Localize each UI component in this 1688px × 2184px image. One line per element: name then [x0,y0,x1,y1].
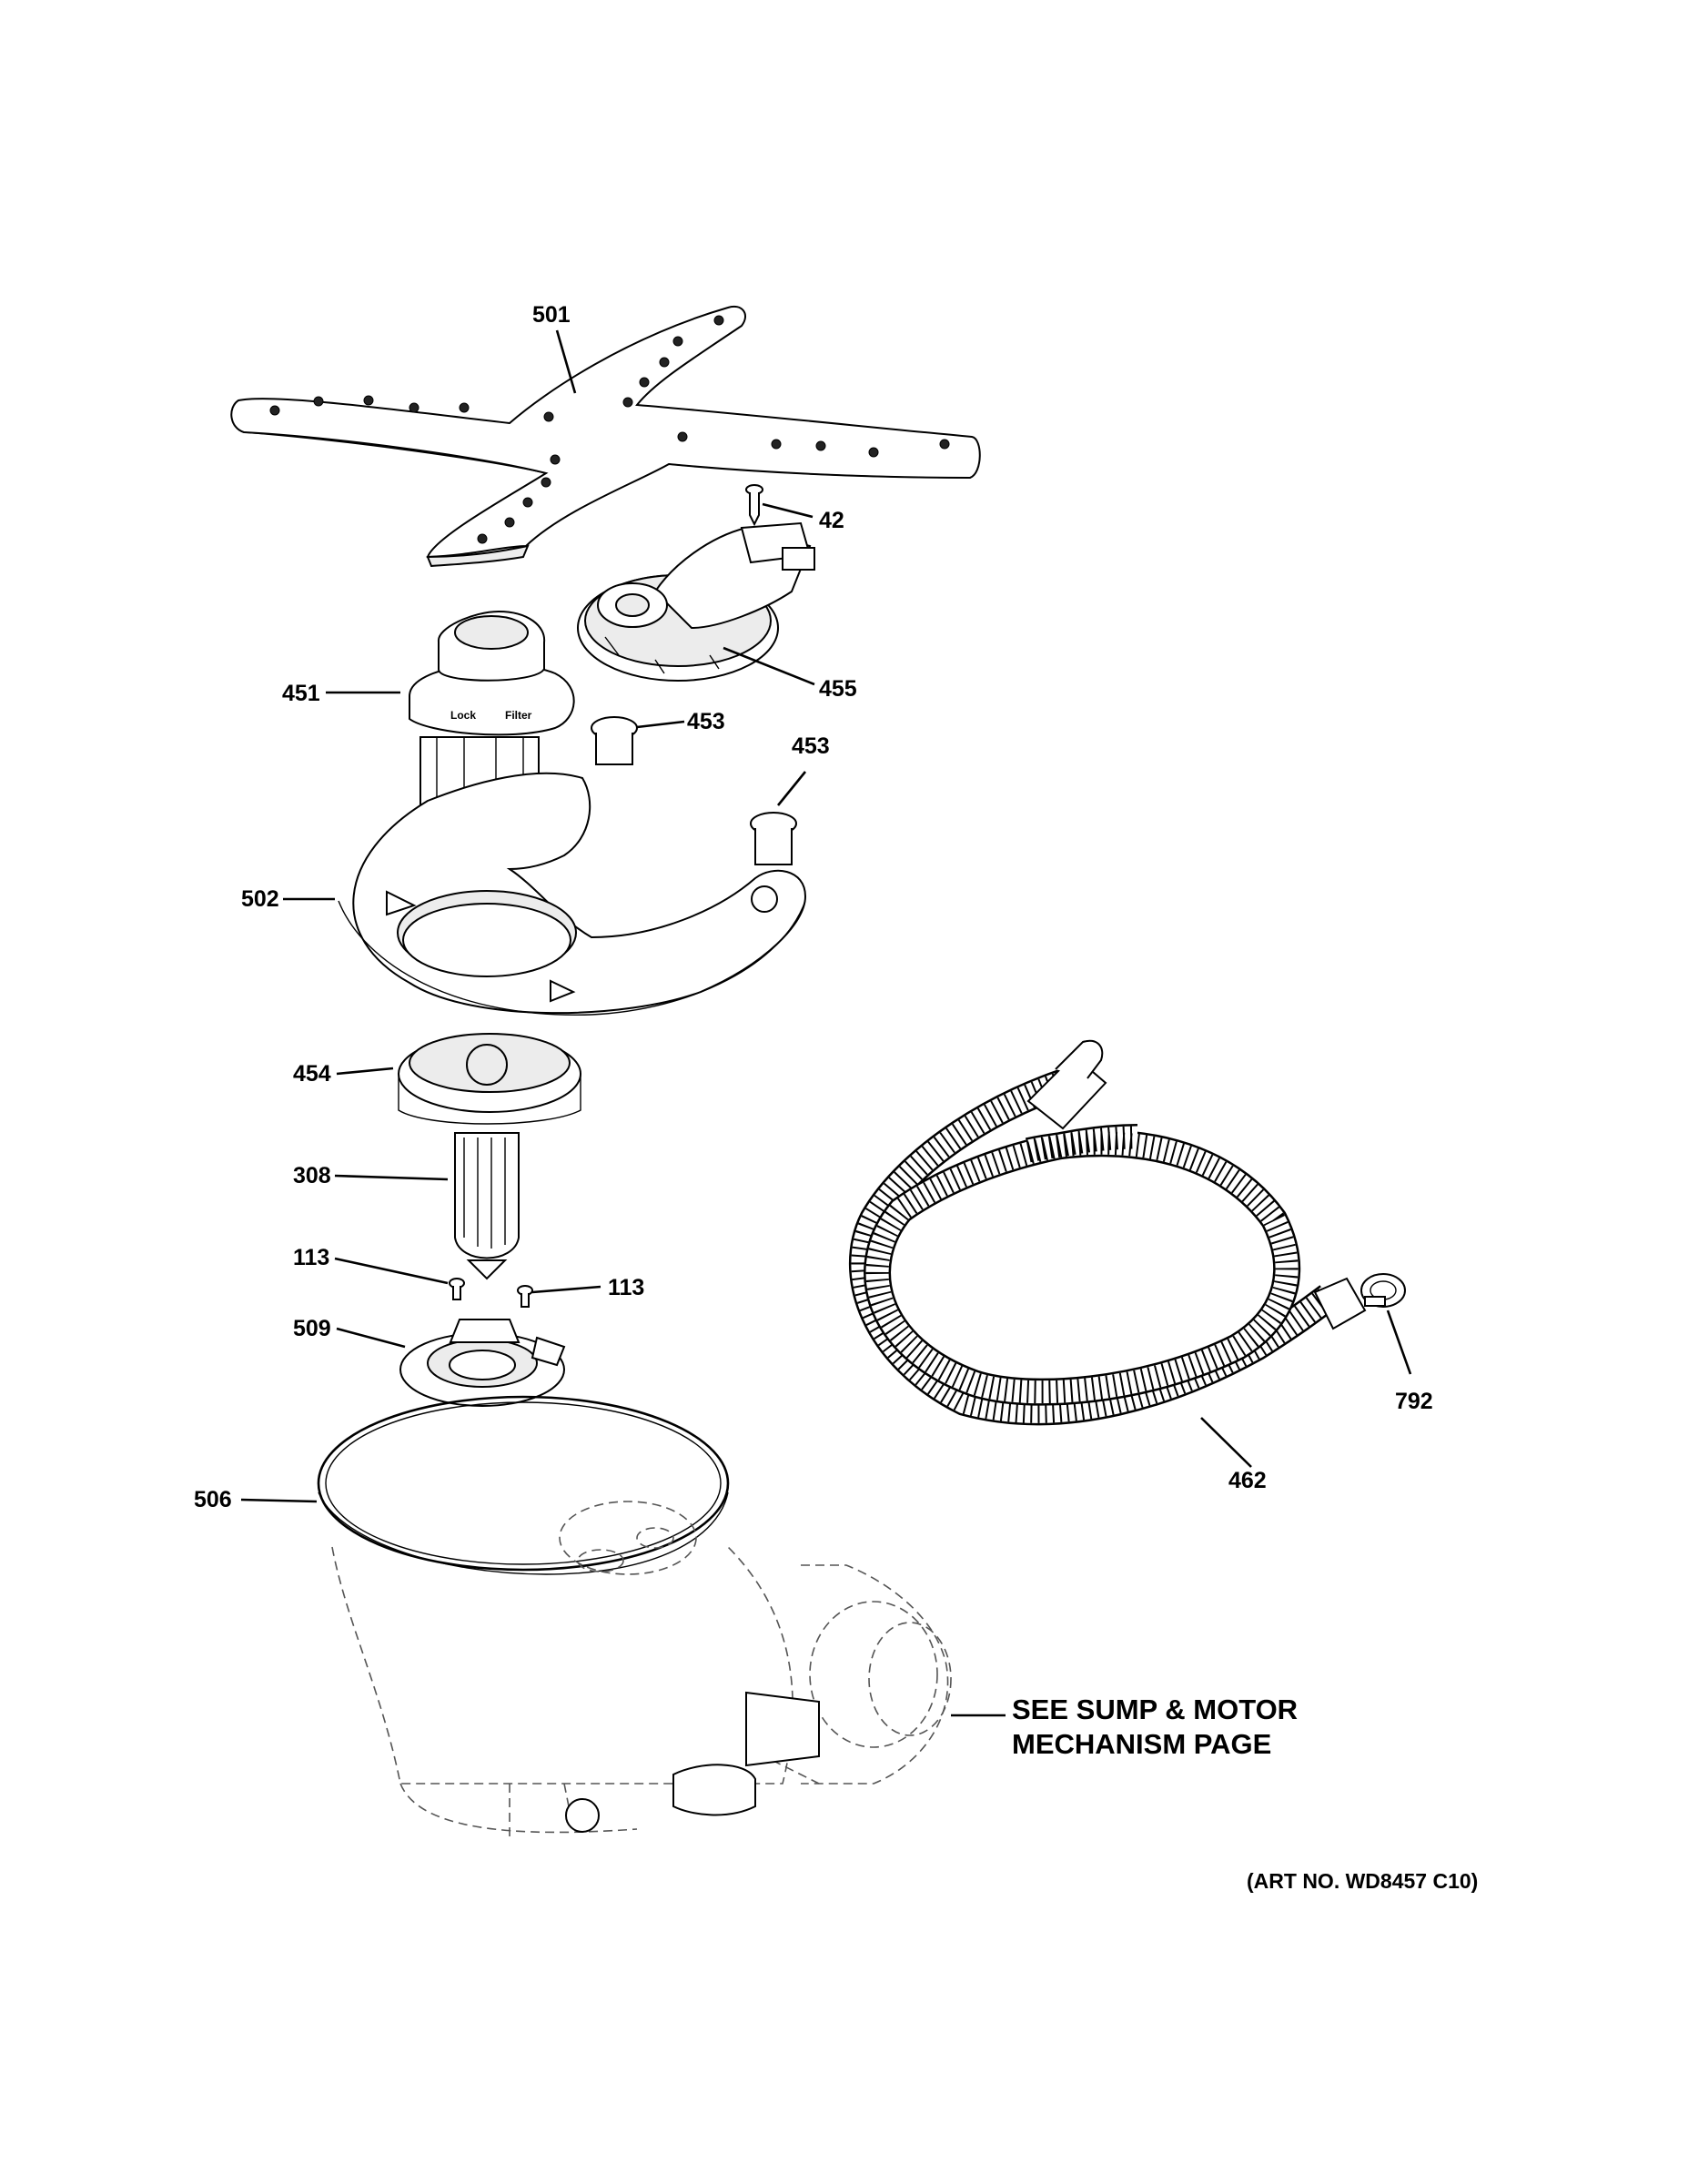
callout-453-lower: 453 [792,733,830,759]
callout-113-right: 113 [608,1275,645,1300]
screw-113b [517,1285,533,1308]
note-line-2: MECHANISM PAGE [1012,1727,1272,1760]
screw-42 [745,484,763,527]
sump-outline [331,1501,952,1838]
housing-509 [399,1319,566,1407]
callout-451: 451 [282,681,320,706]
see-sump-motor-note: SEE SUMP & MOTOR MECHANISM PAGE [1012,1693,1298,1762]
callout-113-left: 113 [293,1245,330,1270]
note-line-1: SEE SUMP & MOTOR [1012,1694,1299,1725]
filter-base-454 [398,1033,581,1125]
callout-leader-lines [240,329,1412,1717]
cap-453a [591,716,638,765]
screw-113a [449,1278,465,1300]
callout-502: 502 [241,886,279,912]
filter-plate-502 [338,772,807,1016]
hose-clamp-792 [1360,1273,1406,1308]
art-number: (ART NO. WD8457 C10) [1247,1869,1479,1893]
callout-308: 308 [293,1163,331,1188]
callout-792: 792 [1395,1389,1433,1414]
callout-454: 454 [293,1061,331,1087]
callout-506: 506 [194,1487,232,1512]
filter-tube-308 [454,1132,520,1280]
callout-509: 509 [293,1316,331,1341]
filter-embossed-label: Filter [505,709,532,722]
spray-arm-501 [230,305,981,568]
cap-453b [750,812,797,865]
callout-453-upper: 453 [687,709,725,734]
callout-462: 462 [1228,1468,1267,1493]
manifold-455 [577,521,815,682]
gasket-506 [317,1395,730,1575]
lock-embossed-label: Lock [450,709,476,722]
drain-hose-462 [848,1039,1367,1426]
callout-501: 501 [532,302,571,328]
callout-42: 42 [819,508,844,533]
callout-455: 455 [819,676,857,702]
